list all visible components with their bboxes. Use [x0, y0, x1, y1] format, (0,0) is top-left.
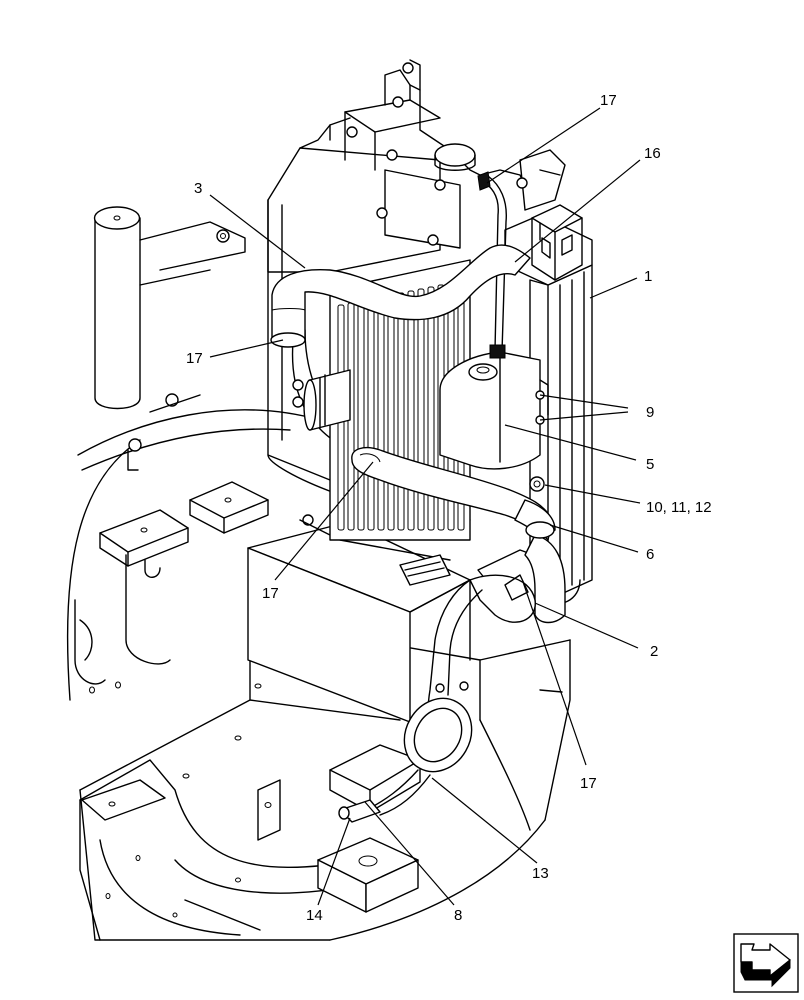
callout-10-11-12: 10, 11, 12 — [646, 499, 712, 516]
callout-17-left: 17 — [186, 350, 203, 367]
callouts: 17 16 3 1 17 9 5 10, 11, 12 6 17 2 17 13… — [186, 92, 712, 924]
radiator-fin — [357, 300, 365, 531]
overflow-tube — [477, 171, 507, 359]
callout-3: 3 — [194, 180, 202, 197]
callout-8: 8 — [454, 907, 462, 924]
callout-9: 9 — [646, 404, 654, 421]
radiator-fin — [367, 298, 375, 531]
fan-shroud — [267, 59, 526, 561]
callout-16: 16 — [644, 145, 661, 162]
callout-2: 2 — [650, 643, 658, 660]
radiator-fin — [397, 292, 405, 531]
drain-hose — [338, 554, 536, 823]
callout-13: 13 — [532, 865, 549, 882]
reserve-tank — [439, 351, 549, 492]
callout-17-mid: 17 — [262, 585, 279, 602]
callout-17-top: 17 — [600, 92, 617, 109]
left-pillar — [74, 206, 269, 685]
radiator-fin — [387, 294, 395, 531]
leader-lines — [209, 107, 641, 906]
upper-hose — [270, 244, 531, 348]
next-page-arrow-icon[interactable] — [733, 933, 799, 993]
callout-14: 14 — [306, 907, 323, 924]
battery-box — [247, 521, 471, 723]
callout-17-right: 17 — [580, 775, 597, 792]
callout-6: 6 — [646, 546, 654, 563]
radiator-fin — [407, 290, 415, 531]
callout-5: 5 — [646, 456, 654, 473]
intercooler-pipe — [303, 369, 351, 431]
callout-1: 1 — [644, 268, 652, 285]
radiator-fin — [377, 296, 385, 531]
